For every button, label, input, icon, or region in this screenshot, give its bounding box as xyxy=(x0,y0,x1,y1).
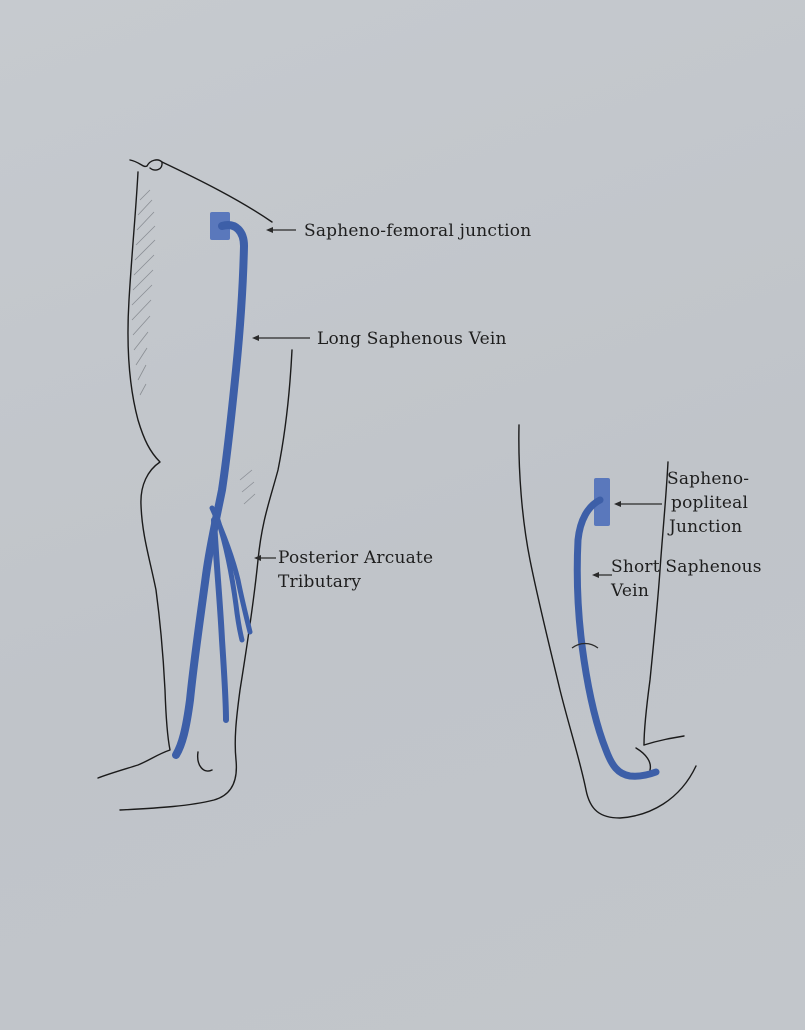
label-sapheno-popliteal-line2: popliteal xyxy=(671,493,748,513)
left-leg-outline xyxy=(98,160,292,810)
label-long-saphenous-vein: Long Saphenous Vein xyxy=(317,329,507,349)
label-sapheno-popliteal-line3: Junction xyxy=(667,517,742,537)
label-sapheno-femoral-junction: Sapheno-femoral junction xyxy=(304,221,531,241)
long-saphenous-vein xyxy=(176,212,250,755)
short-saphenous-vein xyxy=(572,478,656,776)
label-posterior-arcuate-line1: Posterior Arcuate xyxy=(278,548,433,568)
label-short-saphenous-line1: Short Saphenous xyxy=(611,557,762,577)
label-short-saphenous-line2: Vein xyxy=(610,581,649,601)
label-sapheno-popliteal-line1: Sapheno- xyxy=(667,469,749,489)
label-posterior-arcuate-line2: Tributary xyxy=(278,572,361,592)
